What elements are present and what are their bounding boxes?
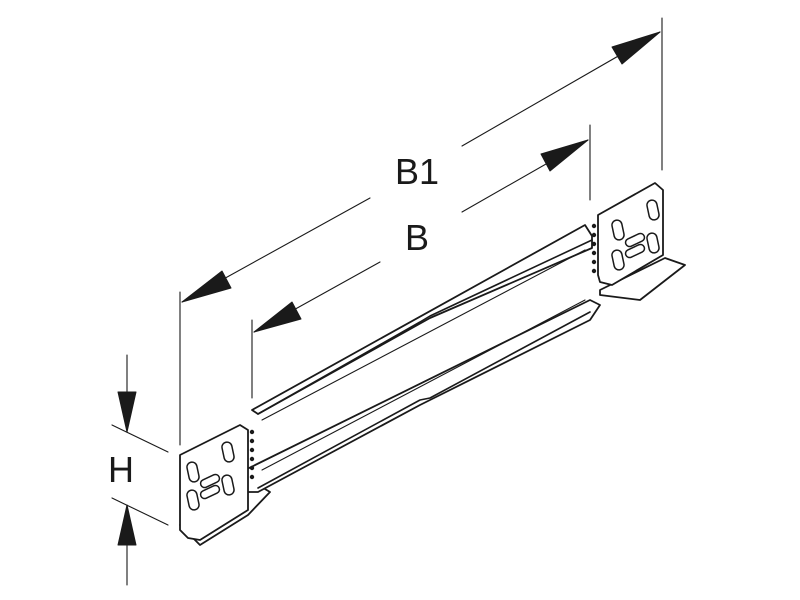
web-ridge-lower <box>257 311 591 489</box>
dimension-b1: B1 <box>179 17 663 446</box>
web-edge-thin-2 <box>261 249 586 421</box>
b1-arrow-right <box>611 31 661 65</box>
h-arrow-top <box>117 391 137 433</box>
right-plate-slots <box>611 199 660 271</box>
right-perforation <box>591 223 597 274</box>
dimension-b: B <box>251 124 591 399</box>
b-arrow-right <box>540 139 589 172</box>
b-arrow-left <box>253 301 302 333</box>
left-perforation <box>249 429 255 480</box>
h-label: H <box>108 449 134 490</box>
b-label: B <box>405 217 429 258</box>
reducer-plate <box>179 182 686 546</box>
h-extension-top <box>111 424 169 453</box>
dimension-h: H <box>108 354 169 586</box>
h-arrow-bottom <box>117 504 137 546</box>
b1-label: B1 <box>395 151 439 192</box>
b1-arrow-left <box>181 270 232 303</box>
web-ridge-upper <box>257 239 593 415</box>
web-edge-thin <box>261 299 586 471</box>
left-plate-slots <box>186 441 235 511</box>
right-bottom-flange <box>599 257 686 301</box>
web-lower <box>244 299 601 493</box>
h-extension-bottom <box>111 497 169 526</box>
